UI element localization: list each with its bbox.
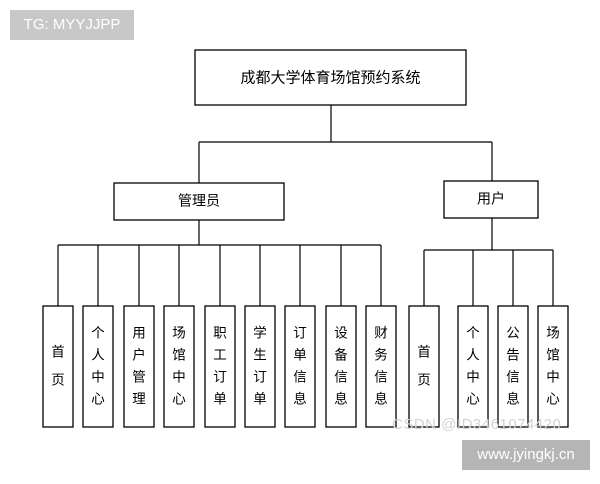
box-label: 成都大学体育场馆预约系统 [240,69,420,87]
admin-leaf-node-frame [325,305,357,428]
box-label: 管理员 [178,194,220,210]
box-label: 用户 [477,191,505,208]
user-branch-node-frame [443,180,539,219]
admin-leaf-node-frame [123,305,155,428]
admin-leaf-node-frame [284,305,316,428]
admin-leaf-node: 场馆中心 [163,305,195,428]
admin-leaf-node-frame [244,305,276,428]
tg-watermark: TG: MYYJJPP [10,10,134,40]
site-watermark: www.jyingkj.cn [462,440,590,470]
admin-leaf-node: 职工订单 [204,305,236,428]
user-leaf-node: 公告信息 [497,305,529,428]
user-leaf-node: 首页 [408,305,440,428]
admin-leaf-node: 财务信息 [365,305,397,428]
admin-leaf-node-frame [163,305,195,428]
root-node-frame [194,49,467,106]
leaf-label: 首页 [51,345,65,389]
leaf-label: 场馆中心 [172,326,186,408]
user-leaf-node-frame [457,305,489,428]
admin-branch-node-frame [113,182,285,221]
user-leaf-node-frame [497,305,529,428]
leaf-label: 职工订单 [213,326,227,408]
admin-leaf-node: 设备信息 [325,305,357,428]
leaf-label: 个人中心 [91,326,105,408]
leaf-label: 财务信息 [374,326,388,408]
leaf-label: 公告信息 [506,326,520,408]
leaf-label: 学生订单 [253,326,267,408]
user-leaf-node-frame [408,305,440,428]
admin-leaf-node-frame [204,305,236,428]
admin-leaf-node: 学生订单 [244,305,276,428]
root-node: 成都大学体育场馆预约系统 [194,49,467,106]
connector-lines [57,105,554,306]
csdn-watermark: CSDN @ID3461074420 [392,416,562,433]
admin-leaf-node-frame [365,305,397,428]
user-leaf-node: 场馆中心 [537,305,569,428]
user-branch-node: 用户 [443,180,539,219]
leaf-label: 设备信息 [334,326,348,408]
leaf-label: 用户管理 [132,326,146,408]
admin-branch-node: 管理员 [113,182,285,221]
admin-leaf-node: 首页 [42,305,74,428]
admin-leaf-node-frame [82,305,114,428]
leaf-label: 场馆中心 [546,326,560,408]
admin-leaf-node: 订单信息 [284,305,316,428]
user-leaf-node-frame [537,305,569,428]
admin-leaf-node: 用户管理 [123,305,155,428]
user-leaf-node: 个人中心 [457,305,489,428]
leaf-label: 订单信息 [293,326,307,408]
leaf-label: 首页 [417,345,431,389]
admin-leaf-node-frame [42,305,74,428]
leaf-label: 个人中心 [466,326,480,408]
admin-leaf-node: 个人中心 [82,305,114,428]
